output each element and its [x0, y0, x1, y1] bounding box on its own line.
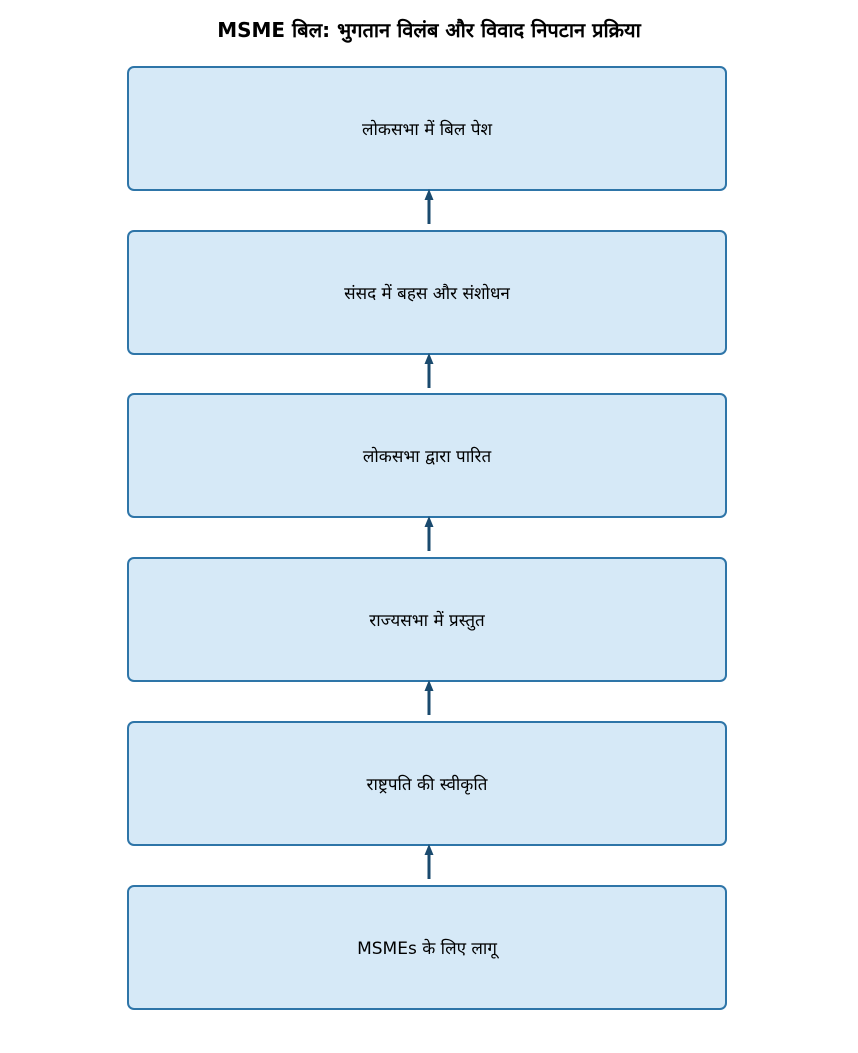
- step-label-1: लोकसभा में बिल पेश: [361, 120, 493, 140]
- step-label-3: लोकसभा द्वारा पारित: [362, 447, 492, 467]
- step-box-5: राष्ट्रपति की स्वीकृति: [127, 721, 727, 846]
- step-box-4: राज्यसभा में प्रस्तुत: [127, 557, 727, 682]
- diagram-title: MSME बिल: भुगतान विलंब और विवाद निपटान प…: [217, 18, 641, 42]
- arrow-connector-5: [424, 844, 434, 879]
- step-label-5: राष्ट्रपति की स्वीकृति: [366, 775, 488, 795]
- step-box-3: लोकसभा द्वारा पारित: [127, 393, 727, 518]
- step-label-2: संसद में बहस और संशोधन: [344, 284, 510, 304]
- arrow-connector-3: [424, 516, 434, 551]
- step-box-6: MSMEs के लिए लागू: [127, 885, 727, 1010]
- step-box-2: संसद में बहस और संशोधन: [127, 230, 727, 355]
- arrow-connector-1: [424, 189, 434, 224]
- step-label-6: MSMEs के लिए लागू: [357, 939, 497, 959]
- arrow-connector-4: [424, 680, 434, 715]
- arrow-connector-2: [424, 353, 434, 388]
- step-label-4: राज्यसभा में प्रस्तुत: [369, 611, 485, 631]
- step-box-1: लोकसभा में बिल पेश: [127, 66, 727, 191]
